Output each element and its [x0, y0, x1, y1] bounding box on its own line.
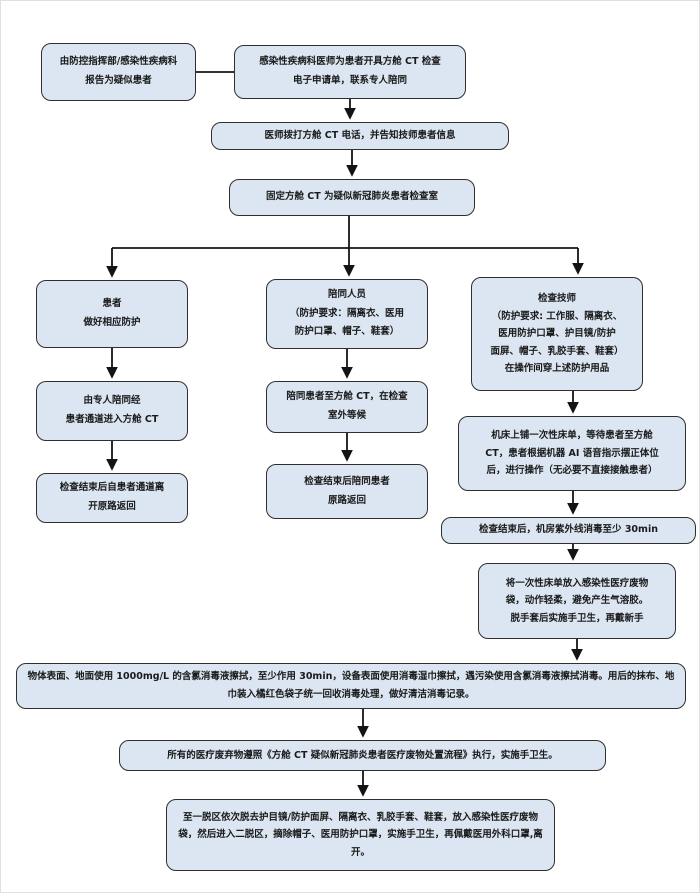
node-escort-return: 检查结束后陪同患者 原路返回 — [266, 464, 428, 519]
node-technician-scan: 机床上铺一次性床单，等待患者至方舱 CT，患者根据机器 AI 语音指示摆正体位 … — [458, 416, 686, 491]
node-report-suspected: 由防控指挥部/感染性疾病科 报告为疑似患者 — [41, 43, 196, 101]
node-patient-enter: 由专人陪同经 患者通道进入方舱 CT — [36, 381, 188, 441]
node-uv-disinfect: 检查结束后，机房紫外线消毒至少 30min — [441, 517, 696, 544]
node-patient-leave: 检查结束后自患者通道离 开原路返回 — [36, 473, 188, 523]
node-doffing-area: 至一脱区依次脱去护目镜/防护面屏、隔离衣、乳胶手套、鞋套，放入感染性医疗废物袋，… — [166, 799, 555, 871]
node-fix-exam-room: 固定方舱 CT 为疑似新冠肺炎患者检查室 — [229, 179, 475, 216]
node-surface-disinfection: 物体表面、地面使用 1000mg/L 的含氯消毒液擦拭，至少作用 30min，设… — [16, 663, 686, 709]
node-technician-protection: 检查技师 （防护要求: 工作服、隔离衣、 医用防护口罩、护目镜/防护 面屏、帽子… — [471, 277, 643, 391]
node-medical-waste: 所有的医疗废弃物遵照《方舱 CT 疑似新冠肺炎患者医疗废物处置流程》执行，实施手… — [119, 740, 606, 771]
node-escort-wait: 陪同患者至方舱 CT，在检查 室外等候 — [266, 381, 428, 433]
node-patient-protection: 患者 做好相应防护 — [36, 280, 188, 348]
node-escort-protection: 陪同人员 （防护要求：隔离衣、医用 防护口罩、帽子、鞋套） — [266, 279, 428, 349]
node-ct-order: 感染性疾病科医师为患者开具方舱 CT 检查 电子申请单，联系专人陪同 — [234, 45, 466, 99]
node-dispose-sheet: 将一次性床单放入感染性医疗废物 袋，动作轻柔，避免产生气溶胶。 脱手套后实施手卫… — [478, 563, 676, 639]
node-call-technician: 医师拨打方舱 CT 电话，并告知技师患者信息 — [211, 122, 509, 150]
